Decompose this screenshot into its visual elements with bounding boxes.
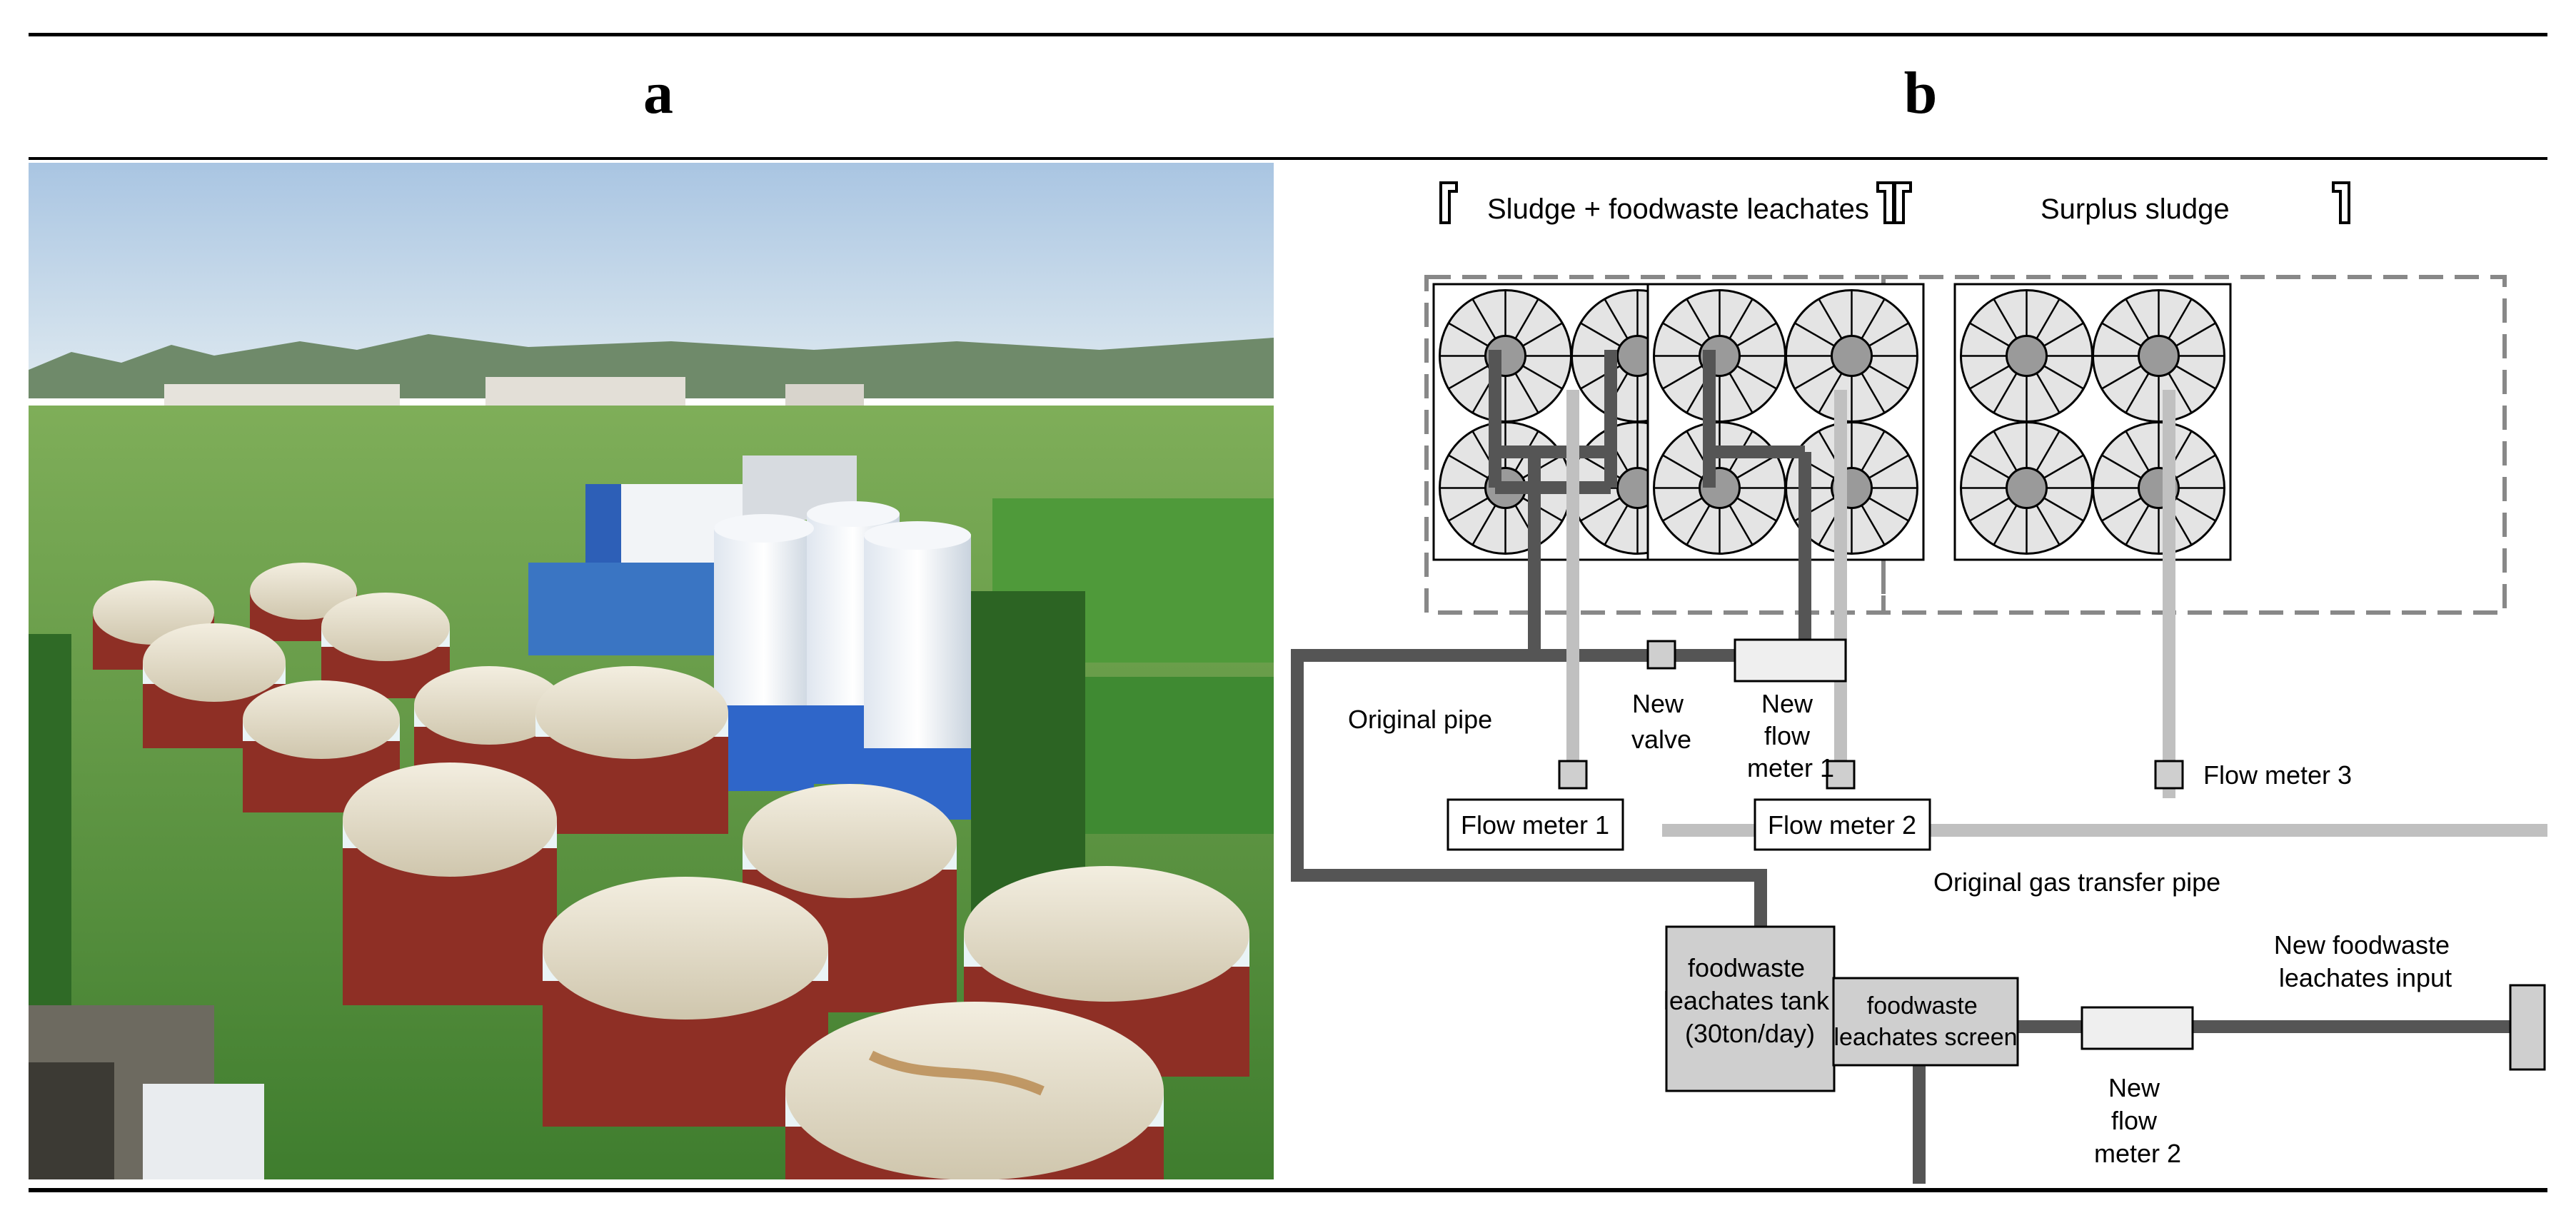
- marker-right: [2332, 181, 2350, 224]
- group-label-left: Sludge + foodwaste leachates: [1487, 193, 1869, 225]
- panel-label-b: b: [1903, 60, 1938, 126]
- new-input-label: New foodwaste leachates input: [2274, 930, 2457, 992]
- foodwaste-screen-box: [1832, 977, 2019, 1067]
- digester-wheel-10: [2092, 289, 2225, 423]
- process-diagram: Sludge + foodwaste leachates Surplus slu…: [1291, 181, 2547, 1184]
- dashed-group-right: [1881, 275, 2507, 615]
- new-valve-label: New valve: [1631, 689, 1691, 754]
- new-flow-meter-2-box: [2081, 1006, 2194, 1050]
- foodwaste-tank-label: foodwaste leachates tank (30ton/day): [1664, 953, 1836, 1048]
- digester-wheel-11: [1960, 421, 2093, 555]
- flow-meter-1-icon: [1558, 760, 1588, 790]
- new-flow-meter-1-label: New flow meter 1: [1747, 689, 1834, 782]
- original-pipe-label: Original pipe: [1348, 705, 1492, 734]
- digester-wheel-7: [1653, 421, 1786, 555]
- flow-meter-2-label: Flow meter 2: [1768, 810, 1916, 840]
- digester-wheel-9: [1960, 289, 2093, 423]
- foodwaste-screen-label: foodwaste leachates screen: [1833, 992, 2017, 1051]
- new-input-end-cap: [2509, 984, 2546, 1071]
- digester-wheel-12: [2092, 421, 2225, 555]
- marker-left: [1439, 181, 1458, 224]
- original-pipe-drop: [1291, 655, 1767, 934]
- digester-grid: [1432, 283, 2232, 561]
- bottom-rule: [29, 1188, 2547, 1192]
- group-label-right: Surplus sludge: [2041, 193, 2230, 225]
- new-flow-meter-2-label: New flow meter 2: [2094, 1073, 2181, 1168]
- marker-mid-a: [1876, 181, 1895, 224]
- foodwaste-tank-box: [1665, 925, 1836, 1092]
- flow-meter-1-label: Flow meter 1: [1461, 810, 1609, 840]
- flow-meter-2-icon: [1826, 760, 1856, 790]
- flow-meter-3-icon: [2154, 760, 2184, 790]
- flow-meter-2-box: [1754, 798, 1931, 851]
- original-gas-pipe-label: Original gas transfer pipe: [1933, 867, 2220, 897]
- digester-wheel-1: [1439, 289, 1572, 423]
- header-rule: [29, 157, 2547, 160]
- panel-label-a: a: [643, 60, 673, 126]
- new-valve-icon: [1646, 640, 1676, 670]
- plant-aerial-photo: [29, 163, 1274, 1179]
- new-flow-meter-1-box: [1734, 638, 1847, 683]
- flow-meter-3-label: Flow meter 3: [2203, 760, 2352, 790]
- group-markers: [1439, 181, 2350, 224]
- top-rule: [29, 33, 2547, 36]
- digester-wheel-5: [1653, 289, 1786, 423]
- digester-wheel-6: [1785, 289, 1918, 423]
- marker-mid-b: [1893, 181, 1912, 224]
- flow-meter-1-box: [1447, 798, 1624, 851]
- light-pipes: [1566, 390, 2547, 837]
